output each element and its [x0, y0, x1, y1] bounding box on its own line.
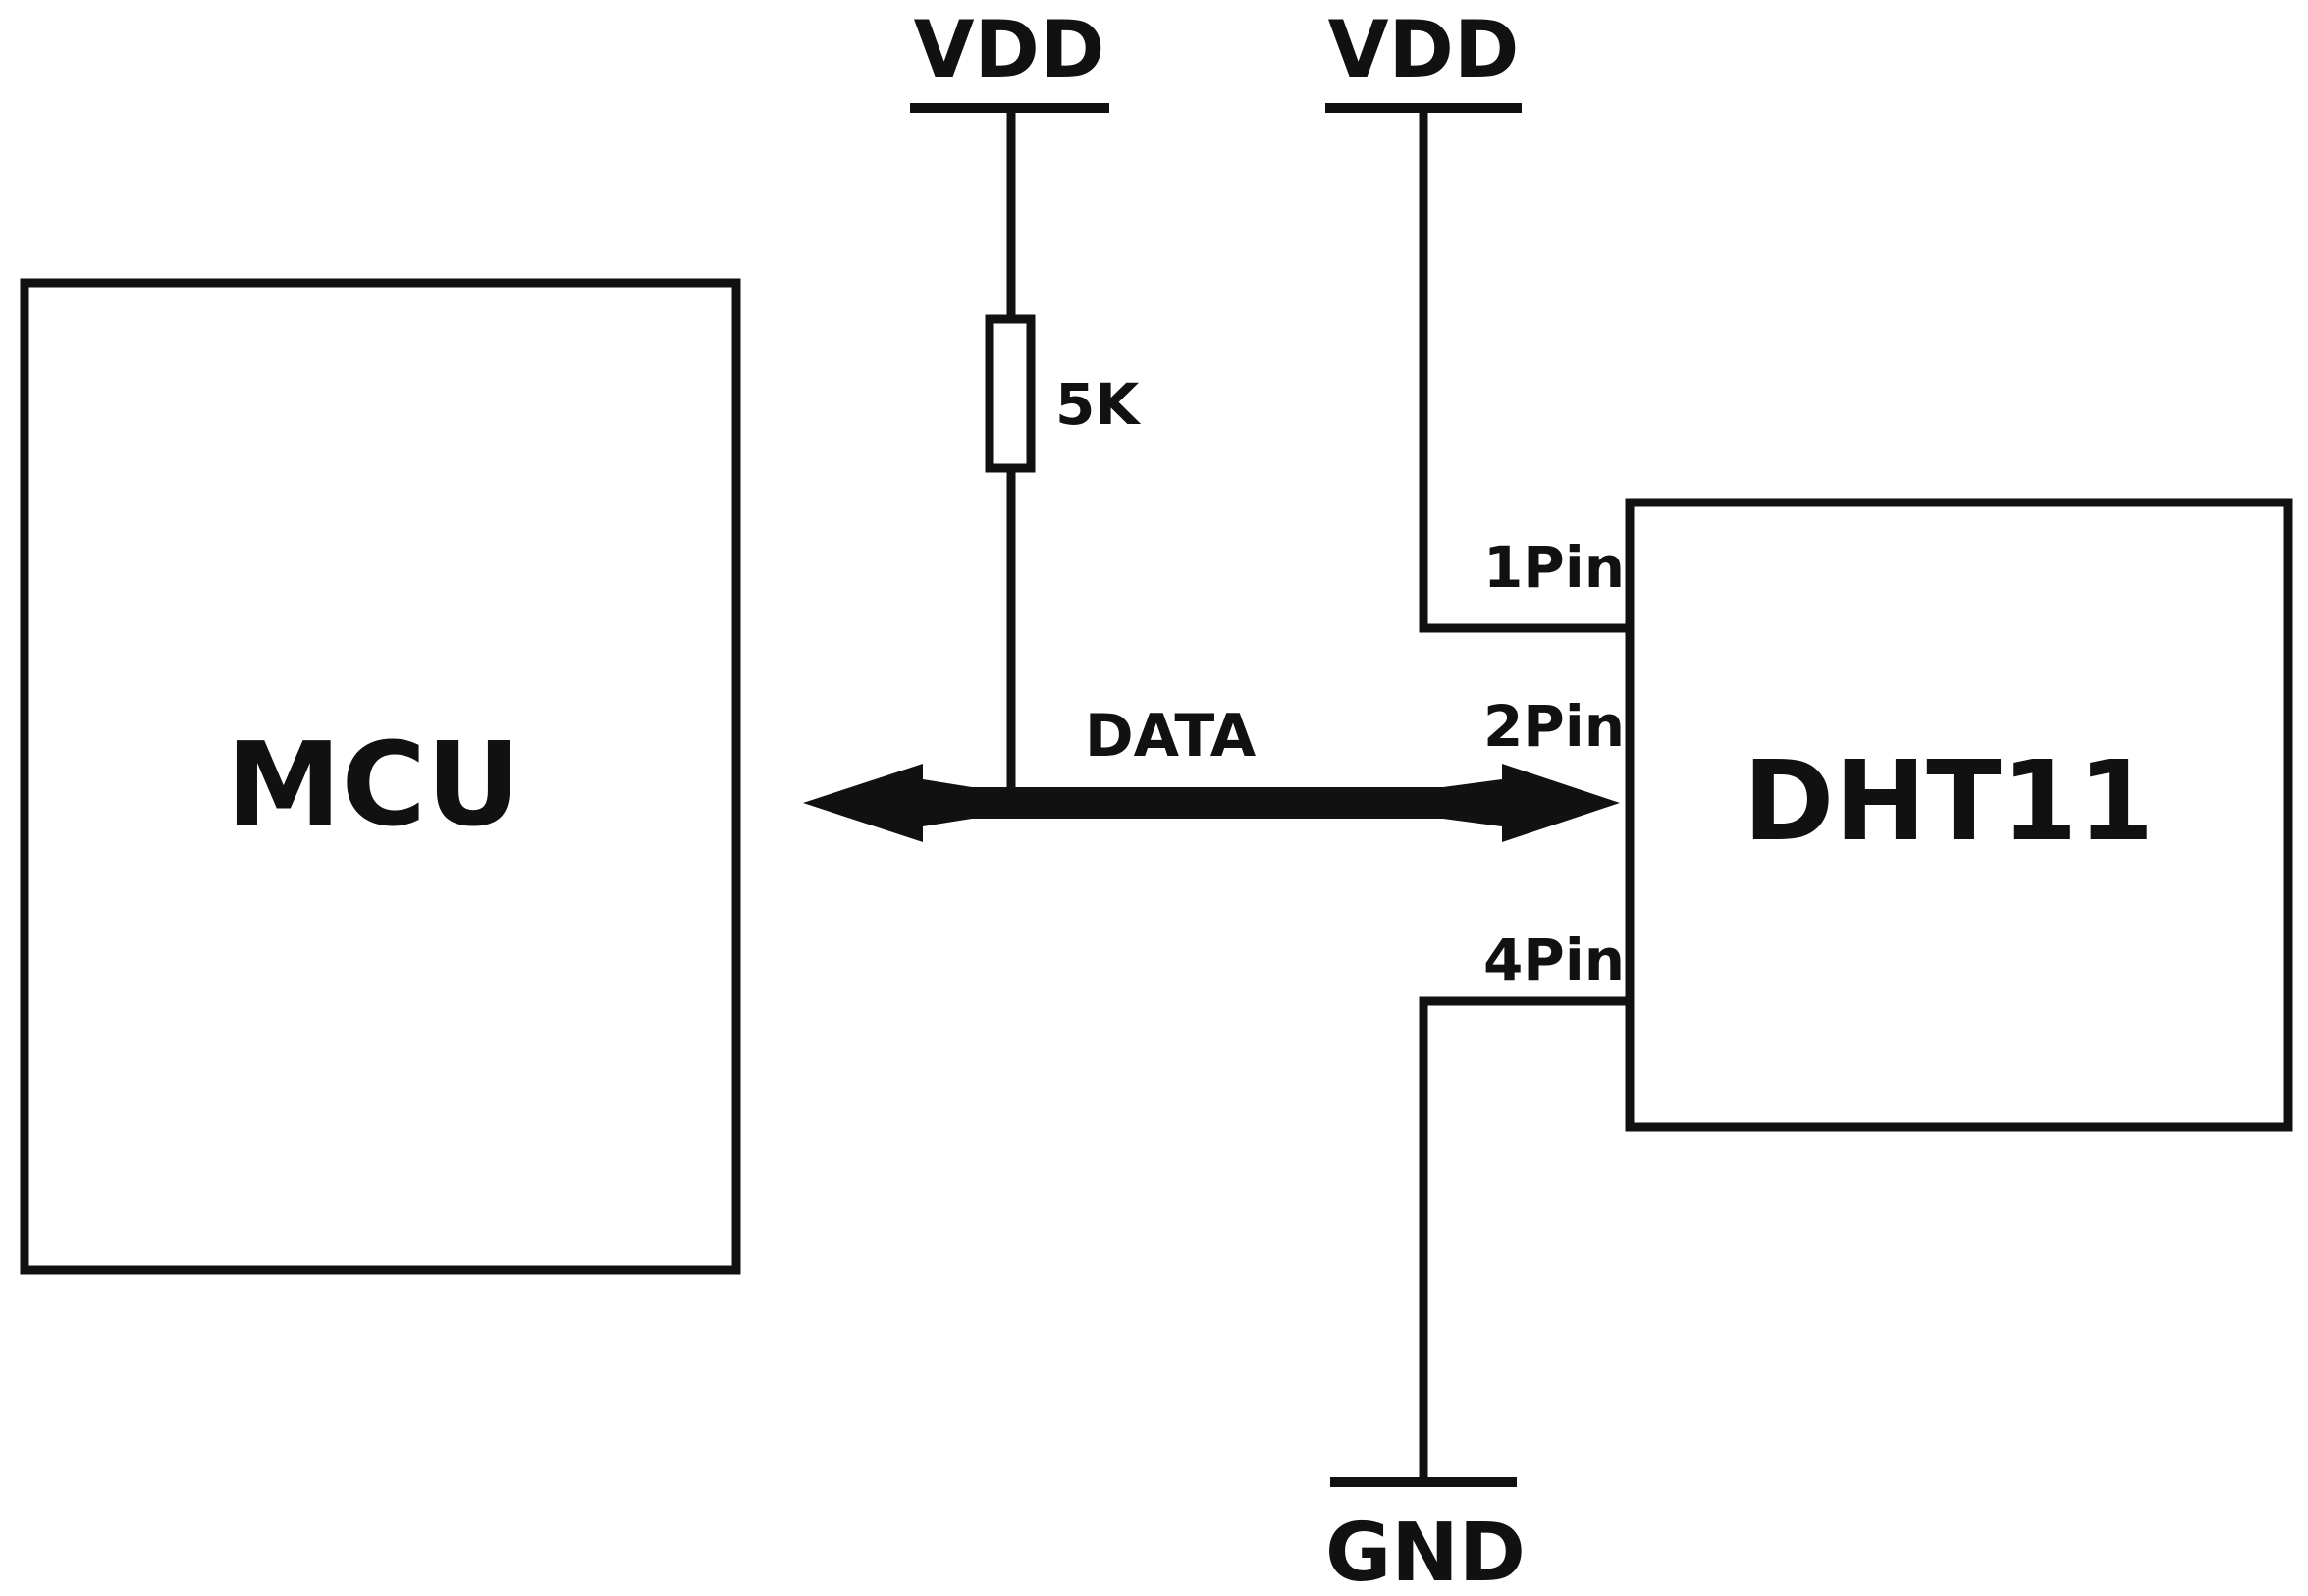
dht11-block: [1625, 498, 2293, 1132]
pin1-label: 1Pin: [1483, 534, 1625, 601]
resistor-label: 5K: [1055, 371, 1141, 438]
pin1-wire: [1419, 103, 1635, 633]
pin2-label: 2Pin: [1483, 693, 1625, 760]
pin4-wire: [1419, 996, 1635, 1487]
pin4-label: 4Pin: [1483, 927, 1625, 993]
gnd-label: GND: [1325, 1507, 1526, 1596]
vdd-label-right: VDD: [1328, 4, 1520, 95]
vdd-label-left: VDD: [914, 4, 1105, 95]
dht11-label: DHT11: [1744, 738, 2155, 866]
mcu-label: MCU: [226, 717, 520, 852]
data-bus-arrow: [803, 764, 1620, 842]
data-label: DATA: [1085, 702, 1257, 771]
mcu-block: [20, 278, 741, 1275]
pullup-resistor: [985, 314, 1036, 473]
